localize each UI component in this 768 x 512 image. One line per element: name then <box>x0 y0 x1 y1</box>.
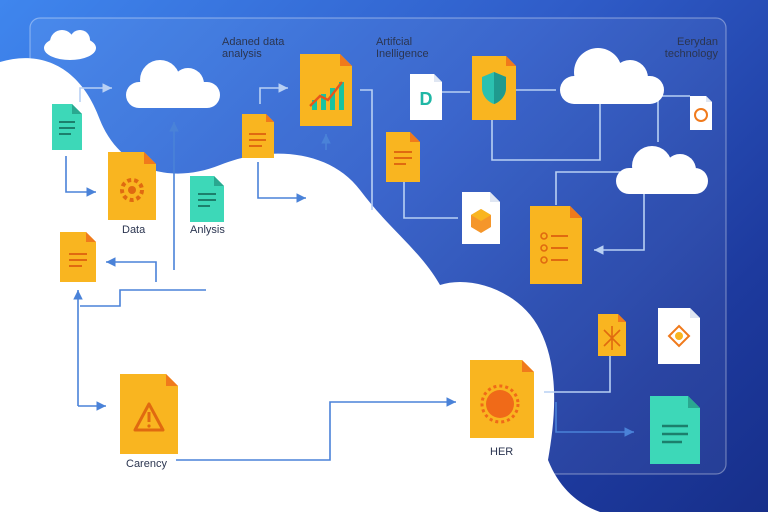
text-document-icon <box>386 132 420 182</box>
text-document-icon <box>60 232 96 282</box>
checklist-document-icon <box>530 206 582 284</box>
bar-chart-document-icon <box>300 54 352 126</box>
label-everyday-technology: Eerydan technology <box>664 36 718 60</box>
connector-line <box>403 180 458 219</box>
text-document-icon <box>190 176 224 222</box>
gear-document-icon <box>108 152 156 220</box>
connector-line <box>106 257 157 282</box>
connector-line <box>257 162 306 203</box>
text-document-icon <box>242 114 274 158</box>
label-analysis: Anlysis <box>190 224 225 236</box>
connector-line <box>544 350 611 393</box>
sun-document-icon <box>658 308 700 364</box>
letter-d-document-icon: D <box>410 74 442 120</box>
cube-document-icon <box>462 192 500 244</box>
connector-line <box>555 171 620 205</box>
connector-lines-upper <box>79 83 690 393</box>
label-currency: Carency <box>126 458 167 470</box>
connector-line <box>594 192 645 255</box>
cloud-icon <box>126 60 220 108</box>
connector-lines-main <box>65 122 634 461</box>
text-document-icon <box>650 396 700 464</box>
cloud-icon <box>560 48 664 104</box>
text-document-icon <box>52 104 82 150</box>
connector-line <box>360 89 373 210</box>
shield-document-icon <box>472 56 516 120</box>
connector-line <box>555 402 634 437</box>
connector-line <box>491 100 601 161</box>
sun-document-icon <box>598 314 626 356</box>
cloud-icon <box>44 30 96 60</box>
label-data: Data <box>122 224 146 236</box>
warning-document-icon <box>120 374 178 454</box>
connector-line <box>80 289 206 307</box>
connector-line <box>65 156 96 197</box>
label-advanced-data-analysis: Adaned data analysis <box>222 36 285 60</box>
text-document-icon <box>690 96 712 130</box>
connector-line <box>176 397 456 461</box>
svg-text:D: D <box>420 89 433 109</box>
label-artificial-intelligence: Artifcial Inelligence <box>376 36 429 60</box>
connector-line <box>79 83 112 102</box>
connector-line <box>259 83 288 104</box>
sun-document-icon <box>470 360 534 438</box>
label-her: HER <box>490 446 514 458</box>
cloud-icon <box>616 146 708 194</box>
